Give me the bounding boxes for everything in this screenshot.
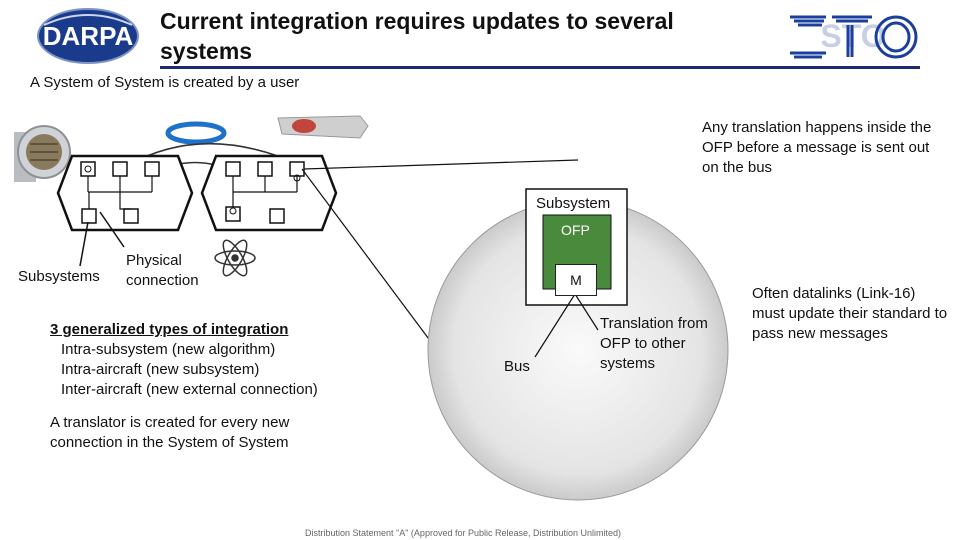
ofp-label: OFP [561, 222, 590, 238]
distribution-statement: Distribution Statement "A" (Approved for… [305, 528, 621, 538]
physical-connection-label: Physical connection [126, 251, 226, 291]
integration-type-item: Intra-subsystem (new algorithm) [50, 340, 318, 360]
subsystems-label: Subsystems [18, 268, 100, 285]
satellite-dish-icon [14, 126, 70, 182]
bus-label: Bus [504, 358, 530, 375]
message-node: M [555, 264, 597, 296]
translation-inside-callout: Any translation happens inside the OFP b… [702, 118, 942, 178]
aircraft-pod-icon [278, 116, 368, 138]
translator-note: A translator is created for every new co… [50, 413, 310, 453]
translation-from-ofp-callout: Translation from OFP to other systems [600, 314, 720, 374]
integration-types-list: 3 generalized types of integration Intra… [50, 320, 318, 400]
ring-icon [168, 124, 224, 142]
datalinks-callout: Often datalinks (Link-16) must update th… [752, 284, 952, 344]
integration-type-item: Intra-aircraft (new subsystem) [50, 360, 318, 380]
zoom-line [304, 160, 578, 169]
subsystem-label: Subsystem [536, 195, 610, 212]
integration-type-item: Inter-aircraft (new external connection) [50, 380, 318, 400]
integration-types-heading: 3 generalized types of integration [50, 320, 318, 340]
